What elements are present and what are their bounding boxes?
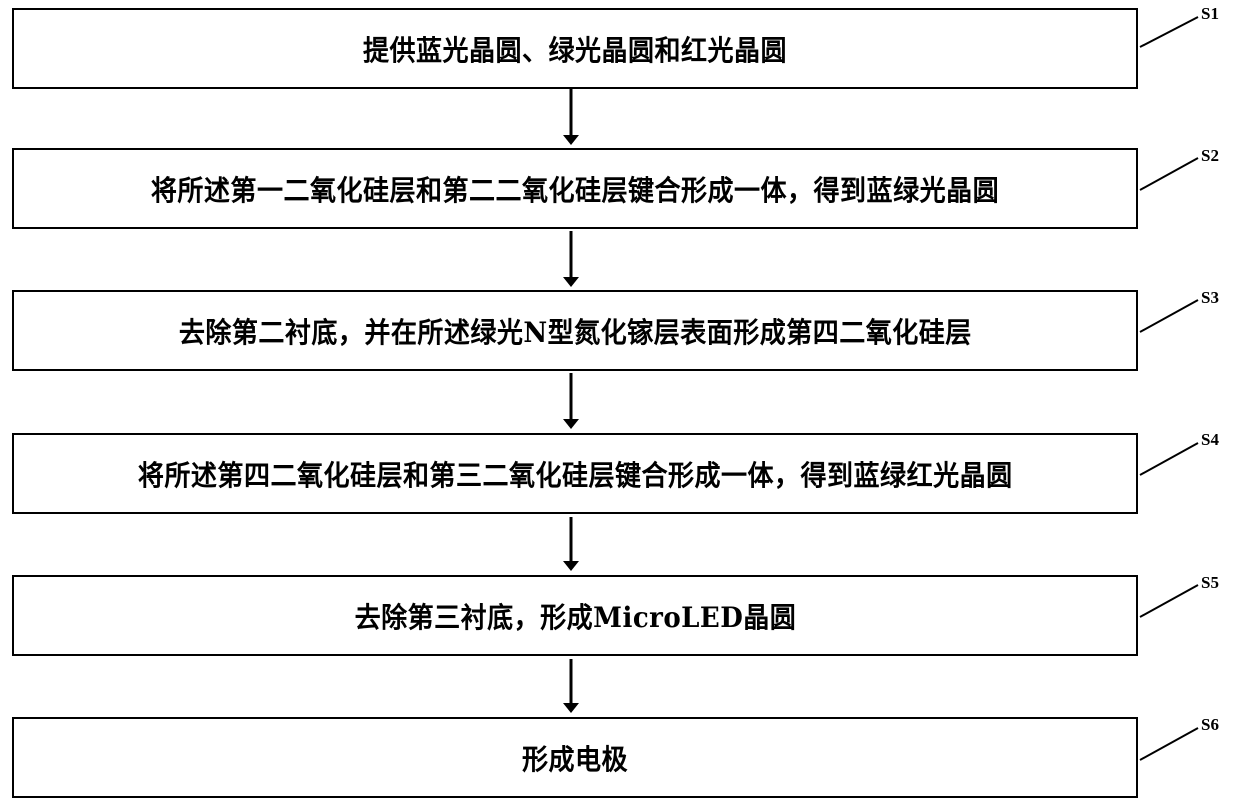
step-box-s4: 将所述第四二氧化硅层和第三二氧化硅层键合形成一体，得到蓝绿红光晶圆 [12, 433, 1138, 514]
step-text-s6: 形成电极 [522, 738, 628, 778]
arrowhead-s3-s4 [563, 419, 579, 429]
step-tag-s3: S3 [1201, 288, 1219, 308]
leader-line-s4 [1140, 443, 1198, 475]
step-box-s2: 将所述第一二氧化硅层和第二二氧化硅层键合形成一体，得到蓝绿光晶圆 [12, 148, 1138, 229]
step-box-s3: 去除第二衬底，并在所述绿光N型氮化镓层表面形成第四二氧化硅层 [12, 290, 1138, 371]
step-tag-s4: S4 [1201, 430, 1219, 450]
arrowhead-s5-s6 [563, 703, 579, 713]
step-tag-s5: S5 [1201, 573, 1219, 593]
leader-line-s2 [1140, 158, 1198, 190]
leader-line-s1 [1140, 17, 1198, 47]
step-text-s4: 将所述第四二氧化硅层和第三二氧化硅层键合形成一体，得到蓝绿红光晶圆 [138, 454, 1013, 494]
step-text-s5: 去除第三衬底，形成MicroLED晶圆 [354, 596, 796, 636]
step-tag-s1: S1 [1201, 4, 1219, 24]
leader-line-s3 [1140, 300, 1198, 332]
step-tag-s2: S2 [1201, 146, 1219, 166]
step-text-s1: 提供蓝光晶圆、绿光晶圆和红光晶圆 [363, 29, 787, 69]
arrowhead-s2-s3 [563, 277, 579, 287]
step-tag-s6: S6 [1201, 715, 1219, 735]
step-text-s3: 去除第二衬底，并在所述绿光N型氮化镓层表面形成第四二氧化硅层 [179, 311, 972, 351]
arrowhead-s1-s2 [563, 135, 579, 145]
step-box-s1: 提供蓝光晶圆、绿光晶圆和红光晶圆 [12, 8, 1138, 89]
leader-line-s6 [1140, 728, 1198, 760]
step-box-s5: 去除第三衬底，形成MicroLED晶圆 [12, 575, 1138, 656]
arrowhead-s4-s5 [563, 561, 579, 571]
step-box-s6: 形成电极 [12, 717, 1138, 798]
leader-line-s5 [1140, 585, 1198, 617]
step-text-s2: 将所述第一二氧化硅层和第二二氧化硅层键合形成一体，得到蓝绿光晶圆 [151, 169, 999, 209]
